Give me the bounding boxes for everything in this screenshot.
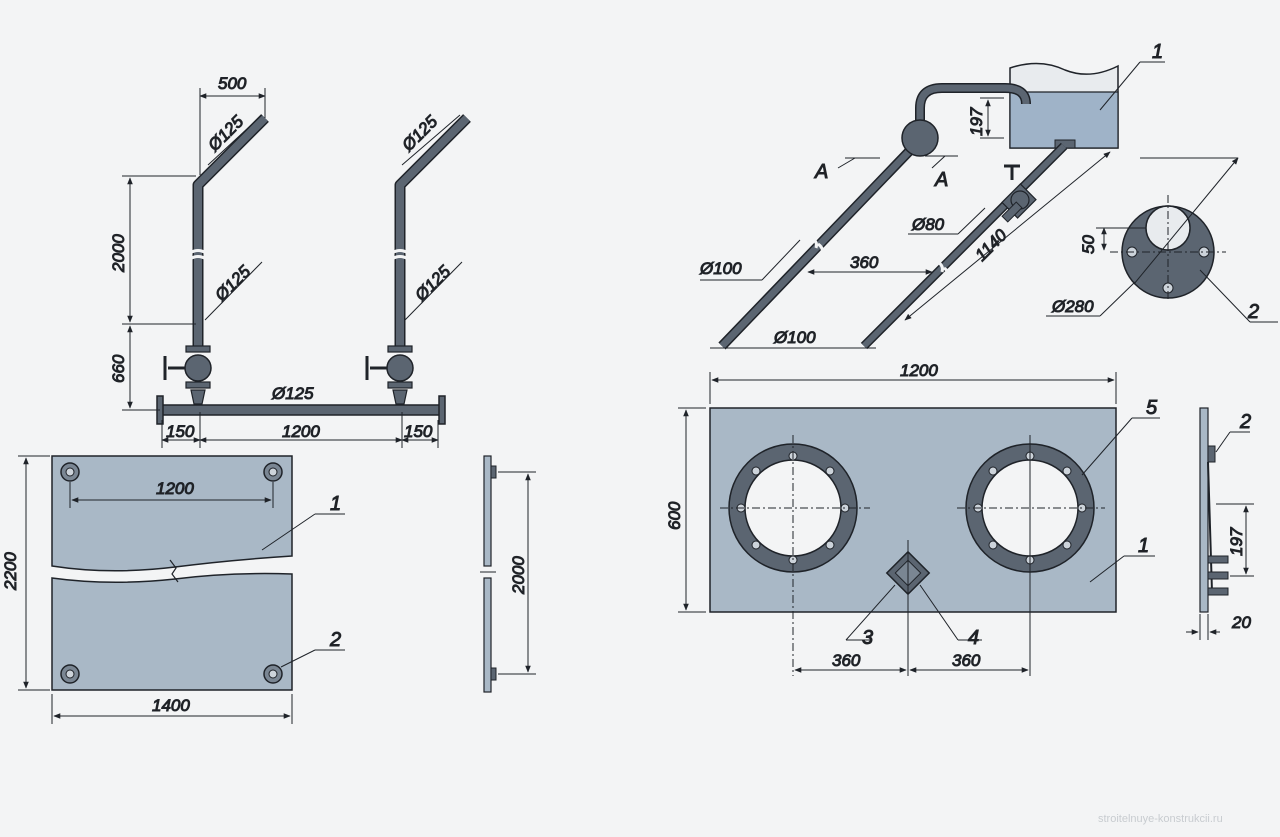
dim-dia100-upper: Ø100 [699,259,742,278]
leader-2-side-flange: 2 [1239,411,1251,433]
right-plan-view: 1200 600 360 360 5 1 3 4 [665,361,1160,676]
anchor-bolt-bl [60,664,80,684]
plate-edge-upper [483,455,492,567]
watermark: stroitelnuye-konstrukcii.ru [1098,813,1223,825]
dim-360-iso: 360 [850,253,879,272]
dim-2000-side: 2000 [509,556,528,595]
section-a-circle [901,119,939,157]
anchor-bolt-br [263,664,283,684]
anchor-bolt-tr [263,462,283,482]
plate-lower-half [51,572,293,691]
leader-1-base-plate: 1 [1138,535,1149,557]
leader-2-bolt: 2 [329,629,341,651]
flange-section-detail: 50 Ø280 2 [1046,157,1278,324]
header-pipe [161,404,441,416]
dim-500: 500 [218,74,247,93]
dim-1200-span: 1200 [282,422,320,441]
left-plan-view: 1200 2200 1400 1 2 [1,455,345,724]
anchor-bolt-tl [60,462,80,482]
dim-dia100-lower: Ø100 [773,328,816,347]
dim-197-iso: 197 [967,107,986,136]
leader-3-square: 3 [862,627,873,649]
left-elevation-view: 500 Ø125 Ø125 2000 Ø125 Ø125 660 Ø125 15… [109,74,471,448]
left-gate-valve [163,345,212,405]
right-isometric-view: Ø100 Ø100 360 Ø80 1140 197 A A 1 [699,41,1165,350]
leader-5-ring: 5 [1146,397,1158,419]
leader-1-plate: 1 [330,493,341,515]
right-side-view: 197 20 2 [1186,407,1254,640]
leader-2-flange: 2 [1247,301,1259,323]
dim-150-left: 150 [166,422,195,441]
dim-2200: 2200 [1,552,20,591]
dim-360-left: 360 [832,651,861,670]
dim-197-side: 197 [1227,527,1246,556]
leader-1-tank: 1 [1152,41,1163,63]
dim-660: 660 [109,354,128,383]
plate-edge-lower [483,577,492,693]
plate-upper-half [51,455,293,572]
left-flange-ring [728,443,858,573]
dim-dia280: Ø280 [1051,297,1094,316]
dim-360-right: 360 [952,651,981,670]
right-gate-valve [365,345,414,405]
dim-dia125-mid-left: Ø125 [211,262,255,306]
side-plate-edge [1199,407,1209,613]
dim-dia80: Ø80 [911,215,945,234]
dim-2000: 2000 [109,234,128,273]
dim-1200-plan: 1200 [900,361,938,380]
dim-20: 20 [1231,613,1251,632]
dim-header-dia125: Ø125 [271,384,314,403]
left-side-view: 2000 [480,455,536,693]
section-mark-a-left: A [814,161,828,183]
section-mark-a-right: A [934,169,948,191]
dim-600: 600 [665,501,684,530]
dim-1400: 1400 [152,696,190,715]
dim-150-right: 150 [404,422,433,441]
tank [1009,62,1119,149]
dim-1200-bolts: 1200 [156,479,194,498]
leader-4-square: 4 [968,627,979,649]
dim-50: 50 [1079,235,1098,254]
dim-dia125-mid-right: Ø125 [411,262,455,306]
